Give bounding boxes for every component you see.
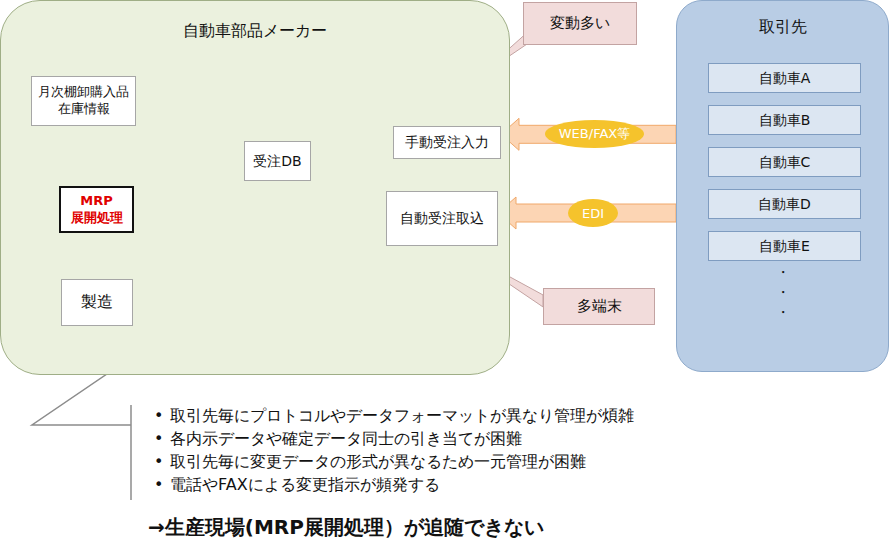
node-text: 月次棚卸購入品 在庫情報 [36,84,131,118]
node-text: 取引先 [677,17,888,38]
process-box: MRP 展開処理 [59,186,134,233]
process-box: 手動受注入力 [393,126,501,159]
node-text: 受注DB [253,152,301,170]
node-text: 自動車C [759,153,811,171]
bullet-note: 取引先毎にプロトコルやデータフォーマットが異なり管理が煩雑 [170,406,634,427]
customer-box: 自動車D [708,189,861,219]
process-box: 製造 [61,279,133,326]
block-arrow [498,197,676,229]
callout-box: 変動多い [523,2,637,45]
edge-label-ellipse: EDI [568,199,618,227]
database-label: 受注DB [244,141,311,181]
ellipsis-dot: ・ [776,264,790,282]
node-text: 自動受注取込 [400,209,484,227]
node-text: 多端末 [577,297,622,317]
node-text: 自動車部品メーカー [1,21,509,42]
customer-box: 自動車E [708,231,861,261]
node-text: 自動車D [758,195,811,213]
node-text: 自動車B [759,111,811,129]
node-text: 手動受注入力 [405,133,489,151]
process-box: 自動受注取込 [386,191,498,246]
edge-label: WEB/FAX等 [559,125,630,143]
customer-box: 自動車B [708,105,861,135]
node-text: 自動車A [759,69,811,87]
callout-box: 多端末 [543,288,655,325]
customer-box: 自動車A [708,63,861,93]
customer-box: 自動車C [708,147,861,177]
bullet-note: 各内示データや確定データ同士の引き当てが困難 [170,429,522,450]
bullet-note: 電話やFAXによる変更指示が頻発する [170,475,440,496]
company-region: 自動車部品メーカー月次棚卸購入品 在庫情報 MRP 展開処理製造 受注DB 手動受注入… [0,0,510,375]
node-text: 変動多い [550,14,610,34]
ellipsis-dot: ・ [776,304,790,322]
conclusion-text: →生産現場(MRP展開処理）が追随できない [148,514,544,541]
process-box: 月次棚卸購入品 在庫情報 [31,76,136,126]
node-text: 製造 [81,292,113,313]
block-arrow [501,118,676,150]
edge-label: EDI [582,206,604,221]
node-text: 自動車E [759,237,810,255]
ellipsis-dot: ・ [776,284,790,302]
edge-label-ellipse: WEB/FAX等 [545,120,644,148]
bullet-note: 取引先毎に変更データの形式が異なるため一元管理が困難 [170,452,586,473]
node-text: MRP 展開処理 [65,193,128,227]
